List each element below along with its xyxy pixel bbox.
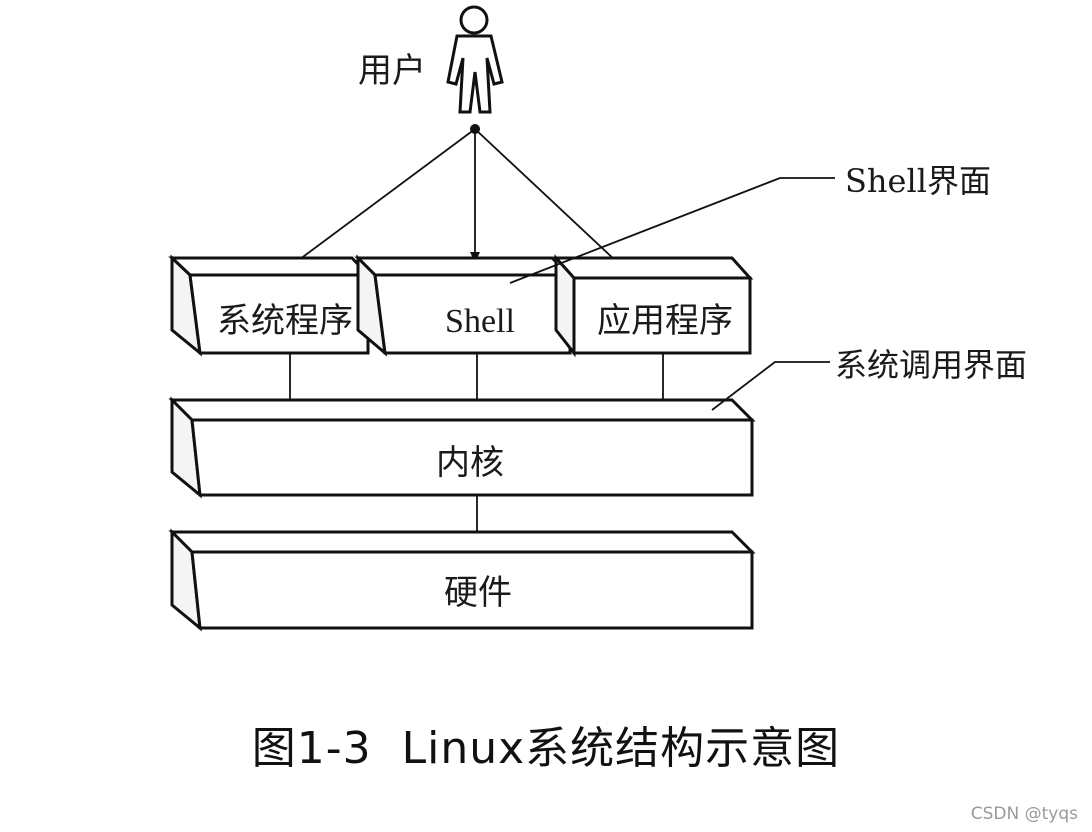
shell-label: Shell [445,303,515,340]
shell-box: Shell [354,254,574,357]
syscall-interface-label: 系统调用界面 [835,346,1027,384]
system-programs-box: 系统程序 [168,254,372,357]
arrow-to-system-programs [287,128,476,269]
applications-label: 应用程序 [597,301,733,341]
linux-structure-diagram: 用户 系统程序 Shell 应用程序 Shell界面 内核 系统调用界面 [168,5,1027,632]
figure-caption: 图1-3 Linux系统结构示意图 [251,723,841,774]
kernel-box: 内核 [168,396,756,499]
shell-interface-label: Shell界面 [845,162,991,200]
credit-text: CSDN @tyqs [970,804,1078,824]
syscall-interface-leader [711,361,830,411]
applications-box: 应用程序 [552,254,754,358]
hardware-box: 硬件 [168,528,756,632]
system-programs-label: 系统程序 [217,301,353,341]
user-label: 用户 [358,51,426,91]
hardware-label: 硬件 [444,573,512,613]
shell-interface-leader [509,177,835,284]
person-icon [446,5,504,114]
kernel-label: 内核 [436,443,504,483]
arrow-to-applications [474,128,633,277]
